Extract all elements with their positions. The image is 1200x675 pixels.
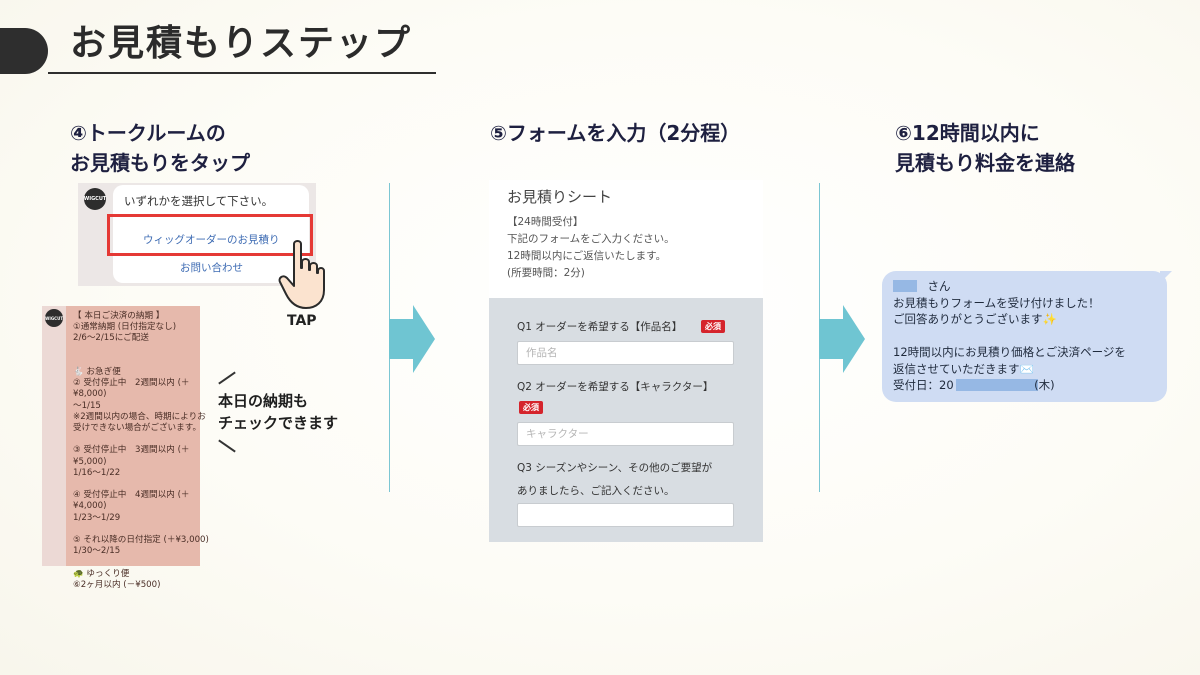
tap-label: TAP — [287, 313, 317, 329]
delivery-schedule-message — [42, 306, 200, 566]
delivery-schedule-text: 【 本日ご決済の納期 】 ①通常納期 (日付指定なし) 2/6～2/15にご配送… — [73, 311, 209, 590]
inquiry-option-button[interactable]: お問い合わせ — [180, 262, 243, 274]
schedule-avatar-strip — [42, 306, 66, 566]
shop-avatar: WIGCUT — [84, 188, 106, 210]
reply-message-text: さん お見積もりフォームを受け付けました！ ご回答ありがとうございます✨ 12時… — [893, 279, 1126, 392]
requests-input[interactable] — [517, 503, 734, 527]
estimate-option-button[interactable]: ウィッグオーダーのお見積り — [143, 234, 280, 246]
required-badge: 必須 — [519, 401, 543, 414]
redacted-name — [893, 280, 917, 292]
title-tab-decoration — [0, 28, 48, 74]
form-title: お見積りシート — [507, 188, 613, 206]
required-badge: 必須 — [701, 320, 725, 333]
schedule-note: 本日の納期も チェックできます — [218, 392, 339, 432]
estimate-sheet-header — [489, 180, 763, 298]
chat-prompt: いずれかを選択して下さい。 — [124, 194, 274, 208]
q3-label-line2: ありましたら、ご記入ください。 — [517, 485, 675, 497]
note-slash-top — [218, 371, 236, 385]
chat-bubble — [113, 185, 309, 283]
pointing-hand-icon — [278, 240, 325, 309]
step-4-heading: ④トークルームの お見積もりをタップ — [70, 121, 250, 175]
work-title-input[interactable] — [517, 341, 734, 365]
estimate-form — [489, 298, 763, 542]
q1-label: Q1 オーダーを希望する【作品名】 — [517, 321, 683, 333]
reply-bubble-tail — [1160, 271, 1172, 283]
q3-label-line1: Q3 シーズンやシーン、その他のご要望が — [517, 462, 713, 474]
form-intro: 【24時間受付】 下記のフォームをご入力ください。 12時間以内にご返信いたしま… — [507, 216, 675, 279]
title-underline — [48, 72, 436, 74]
step-5-heading: ⑤フォームを入力（2分程） — [490, 121, 741, 145]
tap-highlight-box — [107, 214, 313, 256]
note-slash-bottom — [218, 439, 236, 453]
character-input[interactable] — [517, 422, 734, 446]
step-6-heading: ⑥12時間以内に 見積もり料金を連絡 — [895, 121, 1075, 175]
redacted-date — [956, 379, 1038, 391]
page-title: お見積もりステップ — [70, 23, 413, 64]
q2-label: Q2 オーダーを希望する【キャラクター】 — [517, 381, 714, 393]
shop-avatar: WIGCUT — [45, 309, 63, 327]
